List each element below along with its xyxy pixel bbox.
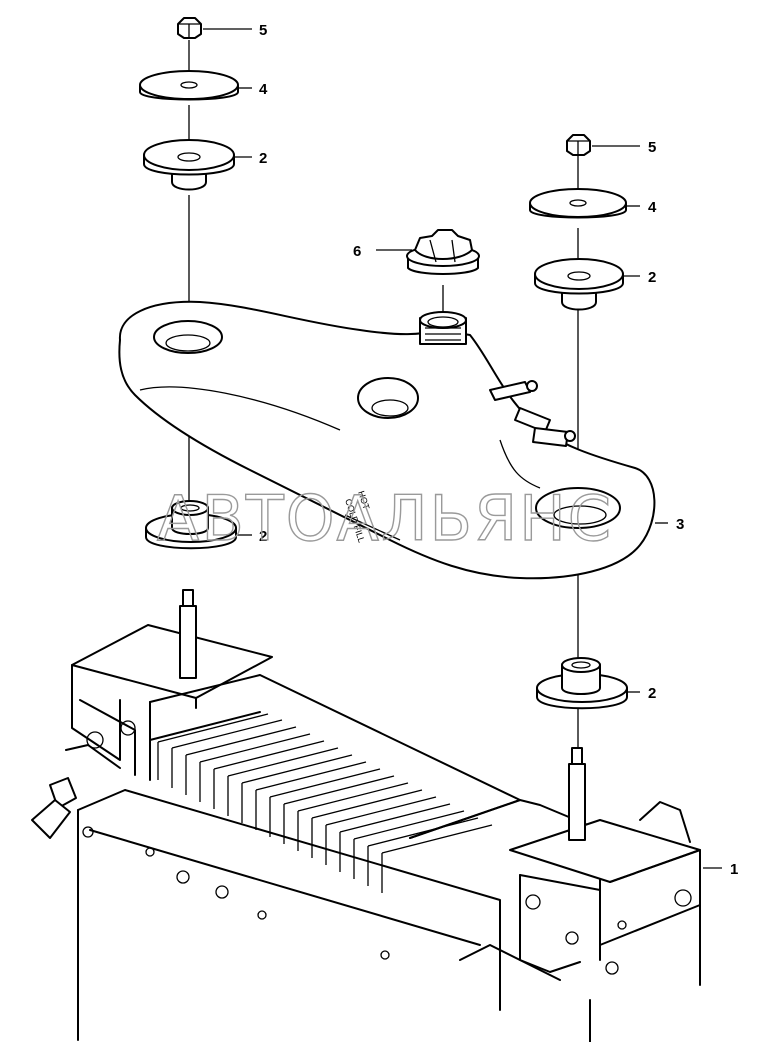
pressure-cap	[406, 229, 480, 275]
callout-2-lower-right: 2	[648, 685, 656, 702]
nut-right	[566, 134, 591, 156]
callout-5-left: 5	[259, 22, 267, 39]
callout-labels: 5 4 2 5 4 2 6 3 2 2 1	[259, 22, 738, 878]
callout-6: 6	[353, 243, 361, 260]
watermark: АВТОАЛЬЯНС	[157, 482, 613, 555]
bush-upper-left	[143, 139, 235, 191]
stud-left	[179, 589, 197, 679]
callout-1: 1	[730, 861, 738, 878]
radiator-fins	[157, 713, 493, 893]
bush-upper-right	[534, 258, 624, 311]
callout-4-left: 4	[259, 81, 268, 98]
callout-2-upper-right: 2	[648, 269, 656, 286]
expansion-tank: HOT COLD FILL	[118, 300, 656, 580]
nut-left	[177, 17, 202, 39]
callout-3: 3	[676, 516, 684, 533]
stud-right	[568, 747, 586, 841]
washer-right	[529, 188, 627, 219]
leader-lines	[203, 28, 722, 869]
callout-2-lower-left: 2	[259, 528, 267, 545]
callout-4-right: 4	[648, 199, 657, 216]
bush-lower-right	[536, 657, 628, 710]
washer-left	[139, 70, 239, 101]
radiator	[31, 624, 701, 1042]
bush-lower-left	[145, 500, 237, 550]
callout-5-right: 5	[648, 139, 656, 156]
callout-2-upper-left: 2	[259, 150, 267, 167]
